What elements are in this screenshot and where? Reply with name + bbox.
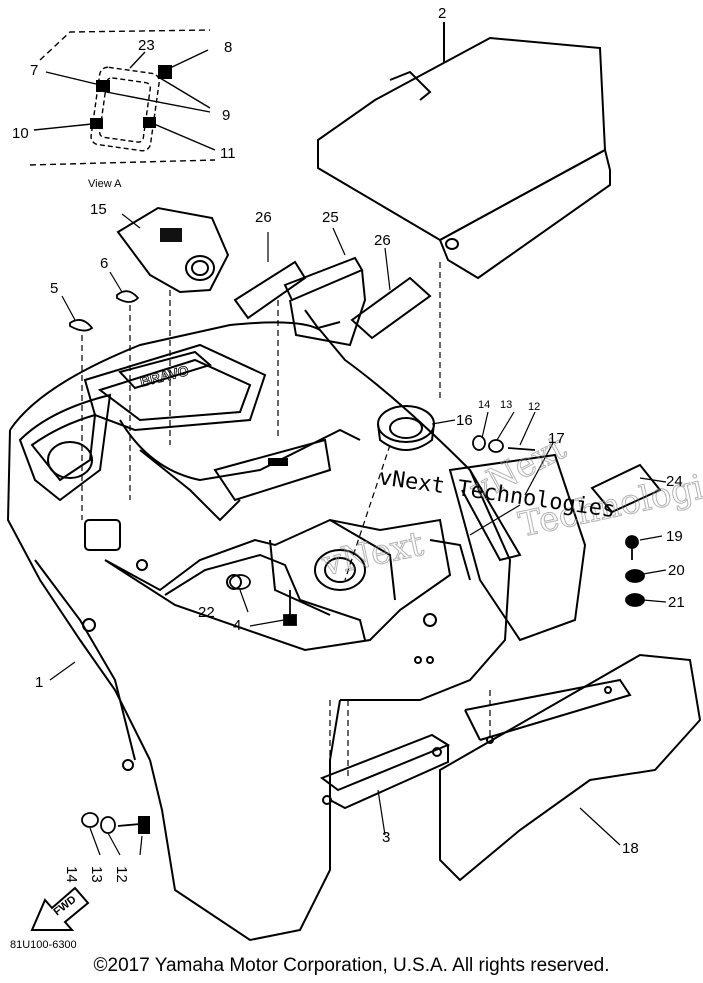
- main-console: [6, 321, 522, 942]
- callout-21: 21: [668, 594, 685, 611]
- callout-12-right: 12: [528, 401, 540, 413]
- part-24-plate: [590, 463, 662, 514]
- callout-5: 5: [50, 280, 58, 297]
- view-a-inset: [29, 29, 216, 166]
- part-26-pads: [233, 260, 432, 440]
- leader-lines: [49, 213, 667, 856]
- copyright-notice: ©2017 Yamaha Motor Corporation, U.S.A. A…: [93, 955, 610, 976]
- part-5-clip: [69, 319, 94, 520]
- callout-14-left: 14: [63, 866, 80, 883]
- callout-9: 9: [222, 107, 230, 124]
- part-6-clip: [116, 290, 140, 500]
- callout-1: 1: [35, 674, 43, 691]
- callout-26-left: 26: [255, 209, 272, 226]
- callout-14-right: 14: [478, 399, 490, 411]
- part-15-holder: [116, 206, 230, 445]
- callout-17: 17: [548, 430, 565, 447]
- callout-7: 7: [30, 62, 38, 79]
- callout-13-left: 13: [88, 866, 105, 883]
- callout-16: 16: [456, 412, 473, 429]
- part-3-bracket: [319, 700, 451, 810]
- callout-10: 10: [12, 125, 29, 142]
- part-25-bracket: [283, 256, 367, 347]
- callout-20: 20: [668, 562, 685, 579]
- drawing-code: 81U100-6300: [10, 939, 77, 951]
- callout-26-right: 26: [374, 232, 391, 249]
- callout-6: 6: [100, 255, 108, 272]
- right-hardware: [472, 435, 645, 607]
- callout-8: 8: [224, 39, 232, 56]
- part-17-panel: [448, 453, 587, 642]
- part-4-screw: [283, 590, 297, 626]
- callout-2: 2: [438, 5, 446, 22]
- callout-24: 24: [666, 473, 683, 490]
- callout-11: 11: [220, 145, 236, 162]
- view-a-label: View A: [88, 178, 122, 190]
- callout-22: 22: [198, 604, 215, 621]
- callout-numbers: 2 23 8 7 9 10 11 View A 15 6 5 26 25 26 …: [10, 5, 685, 951]
- callout-18: 18: [622, 840, 639, 857]
- callout-15: 15: [90, 201, 107, 218]
- callout-25: 25: [322, 209, 339, 226]
- callout-4: 4: [233, 617, 241, 634]
- callout-13-right: 13: [500, 399, 512, 411]
- watermark-line-1: vNext: [318, 524, 427, 585]
- callout-19: 19: [666, 528, 683, 545]
- seat-lid: [317, 22, 611, 400]
- callout-12-left: 12: [113, 866, 130, 883]
- part-18-panel: [439, 653, 702, 882]
- callout-23: 23: [138, 37, 155, 54]
- left-fasteners: [81, 812, 150, 834]
- emblem-text: BRAVO: [138, 362, 190, 390]
- part-22-plug: [229, 574, 251, 590]
- fwd-arrow-icon: FWD: [30, 886, 90, 931]
- callout-3: 3: [382, 829, 390, 846]
